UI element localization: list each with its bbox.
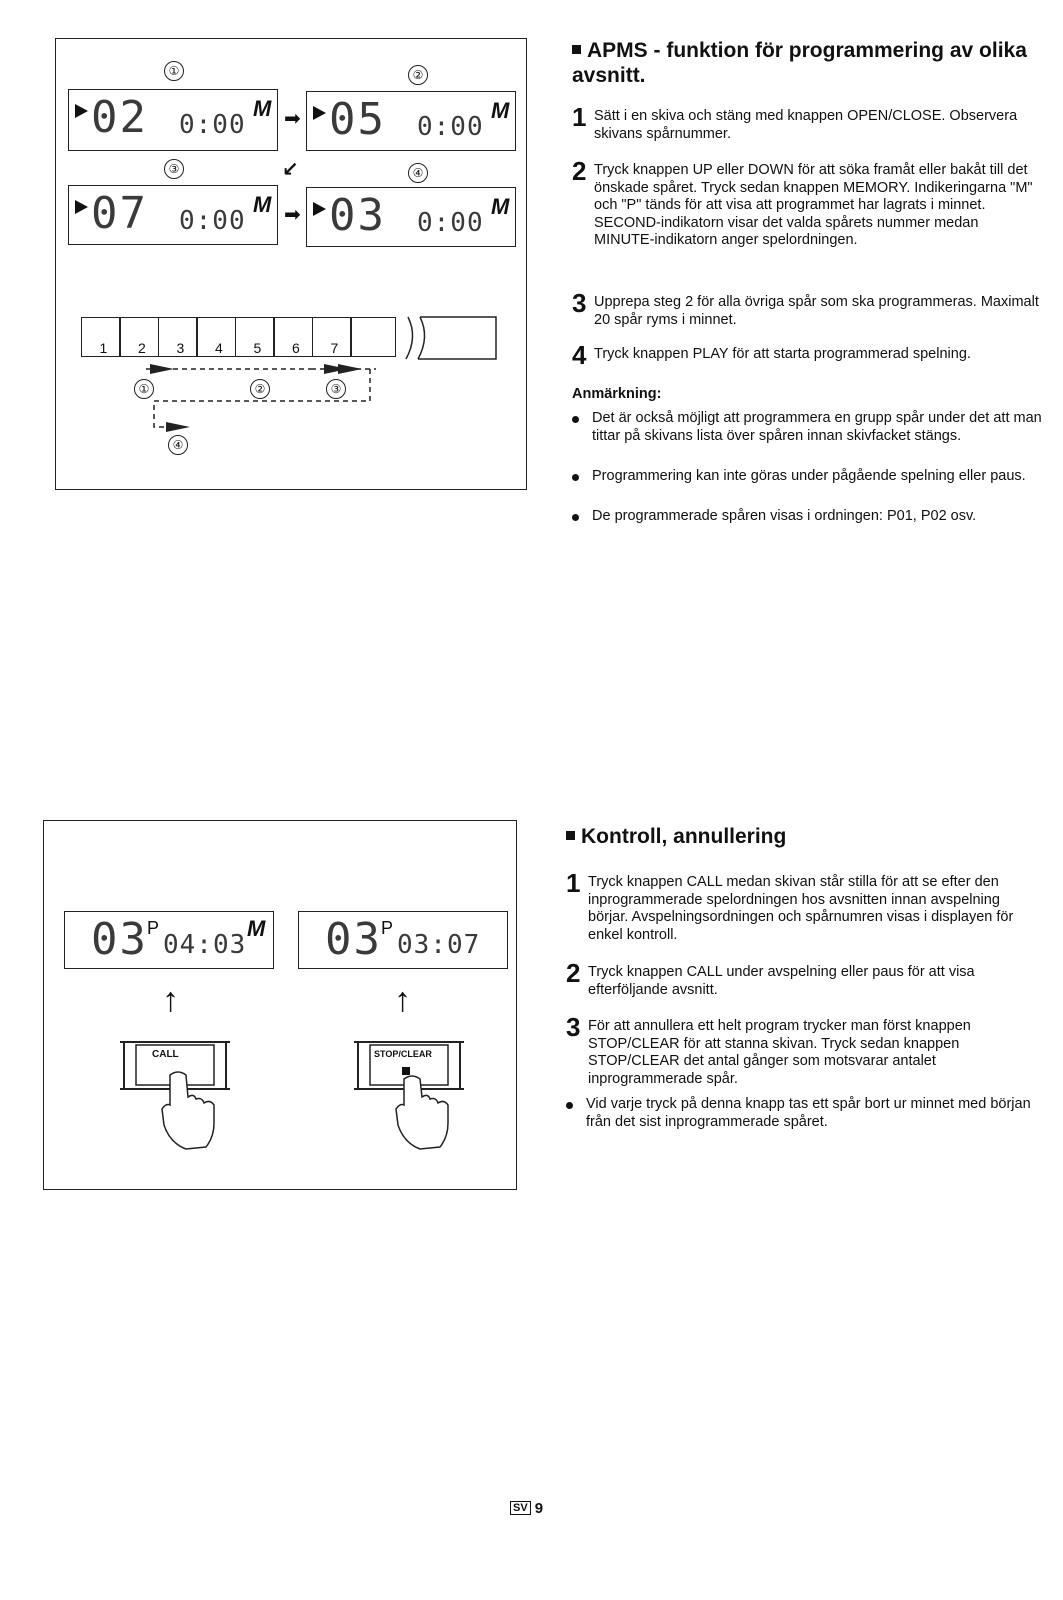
arrow-right-icon: ➡ [284,204,301,226]
lcd-display-2: 05 0:00 M [306,91,516,151]
step-label-2: ② [250,379,270,399]
track-cell: 3 [157,317,198,357]
page-number: 9 [534,1500,544,1517]
track-cell: 1 [80,317,121,357]
lcd-display-3: 07 0:00 M [68,185,278,245]
figure-call: 03 P 04:03 M 03 P 03:07 ↑ ↑ CALL STOP/CL… [43,820,517,1190]
track-cell: 6 [273,317,313,357]
step-label-4: ④ [408,163,428,183]
note-title: Anmärkning: [572,386,662,402]
lcd-display-call: 03 P 04:03 M [64,911,274,969]
arrow-icon [338,364,362,374]
step-label-3: ③ [164,159,184,179]
kontroll-heading: Kontroll, annullering [566,824,1046,849]
arrow-down-left-icon: ↙ [282,159,299,181]
kontroll-note: Vid varje tryck på denna knapp tas ett s… [566,1096,1036,1131]
note-item: Programmering kan inte göras under pågåe… [572,468,1042,486]
track-cell: 5 [234,317,275,357]
lcd-display-4: 03 0:00 M [306,187,516,247]
track-break-graphic [405,316,497,360]
program-sequence-arrows [146,364,376,432]
arrow-up-icon: ↑ [162,981,179,1019]
track-strip: 1 2 3 4 5 6 7 [80,317,396,357]
arrow-right-icon: ➡ [284,108,301,130]
apms-heading: APMS - funktion för programmering av oli… [572,39,1027,87]
language-badge: SV [510,1501,531,1515]
step-label-2: ② [408,65,428,85]
step-label-4: ④ [168,435,188,455]
step-label-1: ① [164,61,184,81]
note-item: De programmerade spåren visas i ordninge… [572,508,1042,526]
lcd-display-stop: 03 P 03:07 [298,911,508,969]
track-cell: 2 [119,317,159,357]
track-cell [350,317,396,357]
call-button-graphic [120,1041,230,1150]
arrow-up-icon: ↑ [394,981,411,1019]
step-label-1: ① [134,379,154,399]
figure-apms: ① ② 02 0:00 M ➡ 05 0:00 M ③ ↙ ④ 07 0:00 … [55,38,527,490]
note-item: Det är också möjligt att programmera en … [572,410,1042,445]
step-label-3: ③ [326,379,346,399]
track-cell: 7 [311,317,352,357]
call-button: CALL [152,1049,179,1060]
lcd-display-1: 02 0:00 M [68,89,278,151]
track-cell: 4 [196,317,236,357]
stop-clear-button: STOP/CLEAR [374,1049,432,1059]
stop-clear-button-graphic [354,1041,464,1150]
